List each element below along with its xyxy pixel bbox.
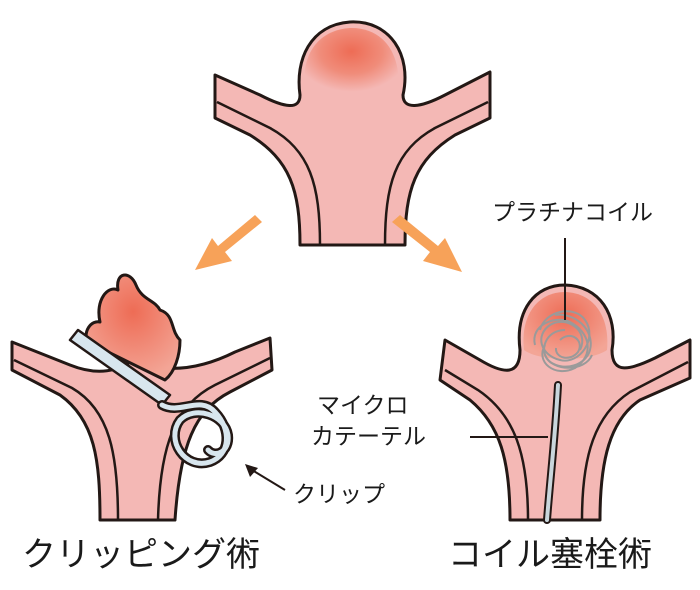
top-aneurysm bbox=[304, 27, 399, 95]
top-vessel-wall bbox=[213, 20, 492, 247]
platinum-coil-label: プラチナコイル bbox=[492, 200, 653, 226]
arrow-left bbox=[195, 215, 262, 270]
micro-catheter-label-line1: マイクロ bbox=[317, 393, 409, 419]
micro-catheter-label-line2: カテーテル bbox=[311, 424, 426, 450]
micro-catheter bbox=[543, 381, 562, 524]
top-vessel-with-aneurysm bbox=[213, 20, 492, 247]
arrow-right bbox=[392, 215, 462, 272]
platinum-coil bbox=[533, 310, 593, 373]
clipped-aneurysm bbox=[84, 273, 182, 382]
clip-pointer-arrowhead bbox=[245, 464, 258, 477]
coil-embolization-title: コイル塞栓術 bbox=[448, 535, 652, 575]
clipping-title: クリッピング術 bbox=[22, 535, 260, 575]
clip-pointer-line bbox=[251, 469, 286, 491]
clip bbox=[68, 328, 234, 469]
clip-label: クリップ bbox=[293, 482, 385, 508]
